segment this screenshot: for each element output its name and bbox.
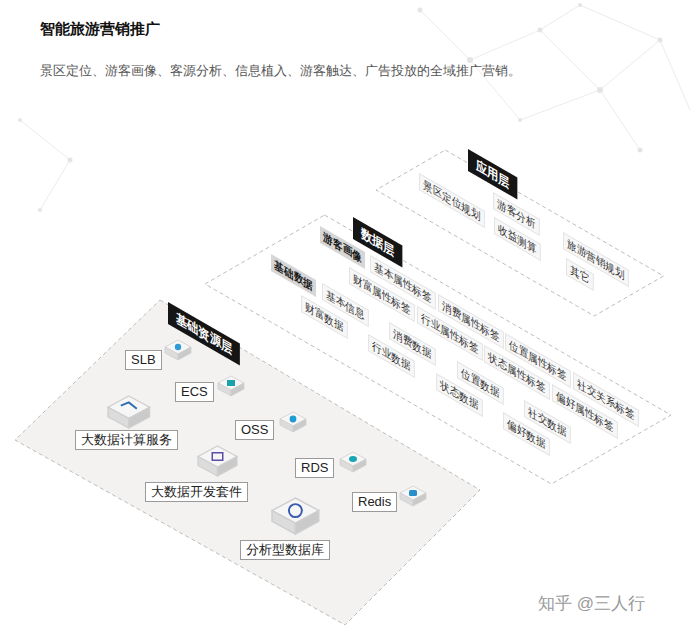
diagram-title: 智能旅游营销推广 xyxy=(40,20,160,39)
resource-box: 大数据开发套件 xyxy=(145,482,248,502)
resource-name: SLB xyxy=(131,352,156,367)
resource-box: Redis xyxy=(352,492,397,512)
resource-box: SLB xyxy=(125,350,162,370)
resource-name: RDS xyxy=(301,460,328,475)
layer-outline xyxy=(15,300,480,625)
resource-name: Redis xyxy=(358,494,391,509)
caption-text: 景区定位、游客画像、客源分析、信息植入、游客触达、广告投放的全域推广营销。 xyxy=(40,63,521,78)
resource-box: 大数据计算服务 xyxy=(75,430,178,450)
watermark-text: 知乎 @三人行 xyxy=(538,594,645,613)
resource-name: 大数据开发套件 xyxy=(151,484,242,499)
resource-name: OSS xyxy=(241,422,268,437)
resource-box: ECS xyxy=(175,382,214,402)
resource-box: RDS xyxy=(295,458,334,478)
resource-name: 分析型数据库 xyxy=(246,542,324,557)
resource-box: OSS xyxy=(235,420,274,440)
resource-name: ECS xyxy=(181,384,208,399)
title-text: 智能旅游营销推广 xyxy=(40,20,160,37)
layer-panel: 基础资源层SLBECS大数据计算服务OSS大数据开发套件RDSRedis分析型数… xyxy=(15,300,480,625)
watermark: 知乎 @三人行 xyxy=(538,592,645,615)
resource-name: 大数据计算服务 xyxy=(81,432,172,447)
resource-box: 分析型数据库 xyxy=(240,540,330,560)
diagram-caption: 景区定位、游客画像、客源分析、信息植入、游客触达、广告投放的全域推广营销。 xyxy=(40,62,521,80)
